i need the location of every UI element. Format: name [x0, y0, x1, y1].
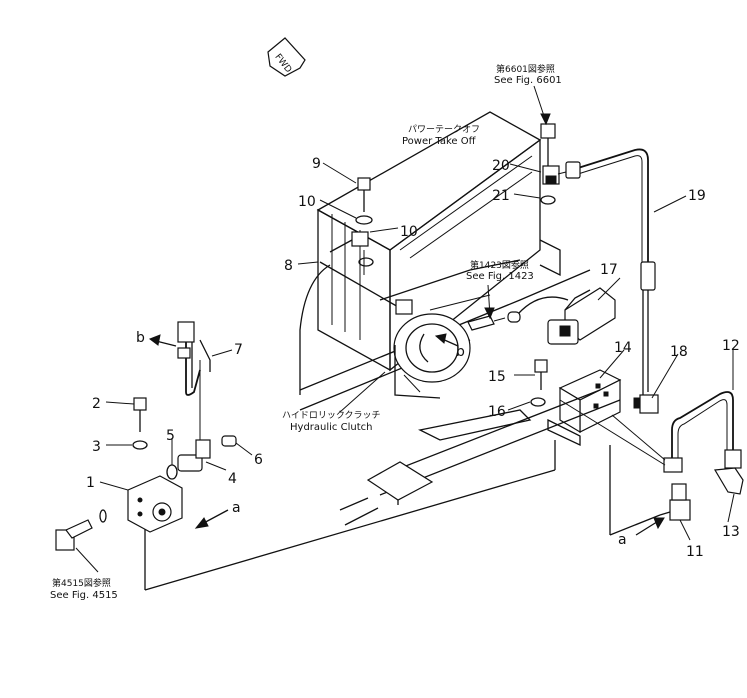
hydraulic-clutch	[393, 313, 471, 399]
bolt-15	[534, 359, 548, 390]
callout-8: 8	[284, 258, 293, 274]
fig4515-label-jp: 第4515図参照	[52, 577, 111, 589]
fig6601-label-en: See Fig. 6601	[494, 75, 562, 86]
forward-direction-arrow: FWD	[267, 37, 306, 77]
solenoid-valve-17	[507, 287, 616, 345]
plug-6	[221, 435, 237, 447]
callout-7: 7	[234, 342, 243, 358]
callout-3: 3	[92, 439, 101, 455]
fitting-fig4515	[55, 509, 107, 551]
pipe-lines	[144, 389, 666, 591]
callout-12: 12	[722, 338, 740, 354]
fitting-11	[659, 483, 691, 521]
power-take-off-housing	[316, 111, 561, 372]
callout-20: 20	[492, 158, 510, 174]
hydraulic-clutch-label-jp: ハイドロリッククラッチ	[282, 410, 380, 421]
bolt-9	[357, 177, 371, 212]
arrow-a-left	[194, 509, 229, 529]
valve-block-14	[547, 369, 622, 447]
fig1423-label-jp: 第1423図参照	[470, 259, 529, 271]
elbow-fitting-20	[540, 123, 567, 185]
elbow-8	[319, 231, 413, 315]
callout-15: 15	[488, 369, 506, 385]
callout-10a: 10	[298, 194, 316, 210]
marker-b-right: b	[456, 344, 465, 360]
fig1423-label-en: See Fig. 1423	[466, 271, 534, 282]
callout-11: 11	[686, 544, 704, 560]
washer-16	[530, 397, 546, 407]
washer-10b	[358, 257, 374, 267]
callout-21: 21	[492, 188, 510, 204]
marker-a-left: a	[232, 500, 241, 516]
leader-lines	[75, 85, 735, 573]
hydraulic-clutch-label-en: Hydraulic Clutch	[290, 422, 372, 433]
marker-a-right: a	[618, 532, 627, 548]
callout-13: 13	[722, 524, 740, 540]
callout-10b: 10	[400, 224, 418, 240]
callout-6: 6	[254, 452, 263, 468]
callout-18: 18	[670, 344, 688, 360]
fig6601-label-jp: 第6601図参照	[496, 63, 555, 75]
fig4515-label-en: See Fig. 4515	[50, 590, 118, 601]
o-ring-5	[166, 464, 178, 480]
washer-3	[132, 440, 148, 450]
elbow-13	[714, 467, 744, 495]
callout-2: 2	[92, 396, 101, 412]
bolt-2	[133, 397, 147, 432]
hose-19	[565, 148, 656, 395]
callout-19: 19	[688, 188, 706, 204]
callout-1: 1	[86, 475, 95, 491]
arrow-b-left	[148, 334, 177, 347]
o-ring-21	[540, 195, 556, 205]
callout-4: 4	[228, 471, 237, 487]
hose-7	[177, 321, 211, 396]
tube-12	[663, 391, 742, 473]
marker-b-left: b	[136, 330, 145, 346]
callout-5: 5	[166, 428, 175, 444]
arrow-b-right	[434, 333, 459, 347]
connector-fig1423	[467, 315, 506, 331]
callout-9: 9	[312, 156, 321, 172]
washer-10a	[355, 215, 373, 225]
callout-16: 16	[488, 404, 506, 420]
arrow-a-right	[635, 517, 665, 536]
fitting-18	[633, 394, 659, 414]
pto-label-en: Power Take Off	[402, 136, 477, 147]
callout-14: 14	[614, 340, 632, 356]
callout-17: 17	[600, 262, 618, 278]
pto-label-jp: パワーテークオフ	[408, 124, 480, 135]
elbow-4	[177, 439, 211, 472]
pump-1	[127, 475, 183, 533]
